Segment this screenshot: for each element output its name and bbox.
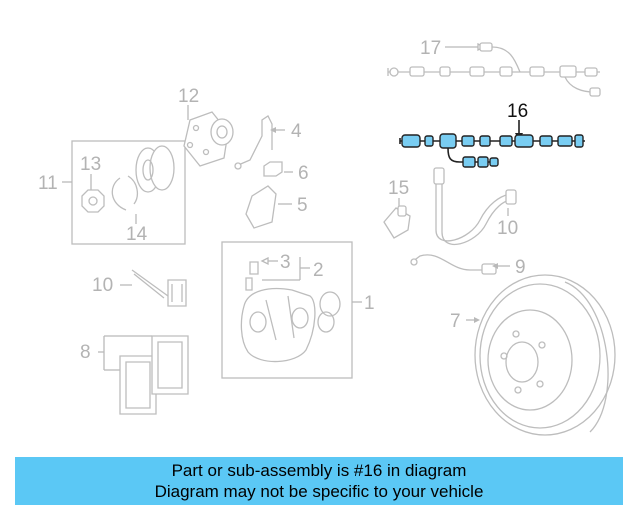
callout-13: 13 [80, 154, 101, 175]
part-9-sensor-wire [411, 254, 484, 271]
info-banner: Part or sub-assembly is #16 in diagram D… [15, 457, 623, 505]
part-16-highlighted-sensor [399, 120, 585, 168]
banner-line-2: Diagram may not be specific to your vehi… [154, 482, 484, 501]
part-pad-clip [167, 279, 187, 307]
parts-diagram: 17 16 11 13 14 [38, 38, 616, 436]
callout-10-right: 10 [497, 218, 518, 239]
callout-1: 1 [364, 293, 375, 314]
callout-15: 15 [388, 178, 409, 199]
callout-16: 16 [507, 101, 528, 122]
group-box-1 [221, 241, 353, 379]
part-10-brake-hose [435, 168, 511, 242]
callout-5: 5 [297, 195, 308, 216]
callout-9: 9 [515, 257, 526, 278]
part-17-sensor-wire [387, 42, 601, 97]
part-2-seal [319, 291, 341, 317]
callout-3: 3 [280, 252, 291, 273]
part-3-bleeder [249, 261, 259, 275]
part-14-snap-ring [111, 175, 139, 211]
callout-6: 6 [298, 163, 309, 184]
part-10-pin [131, 269, 169, 299]
callout-11: 11 [38, 173, 58, 194]
callout-7: 7 [450, 311, 461, 332]
callout-12: 12 [178, 86, 199, 107]
callout-8: 8 [80, 342, 91, 363]
callout-4: 4 [291, 121, 302, 142]
part-13-nut [81, 189, 105, 213]
part-6-clip [263, 161, 283, 177]
part-4-brake-line [235, 115, 273, 167]
banner-line-1: Part or sub-assembly is #16 in diagram [171, 461, 467, 480]
part-12-hub [183, 111, 234, 167]
part-caliper [240, 287, 316, 363]
callout-17: 17 [420, 38, 441, 59]
part-5-bracket [245, 185, 277, 229]
part-8-brake-pads [119, 335, 189, 415]
group-box-11 [71, 140, 186, 245]
callout-14: 14 [126, 224, 148, 245]
part-7-rotor [474, 274, 616, 436]
callout-2: 2 [313, 260, 324, 281]
callout-10-left: 10 [92, 275, 113, 296]
